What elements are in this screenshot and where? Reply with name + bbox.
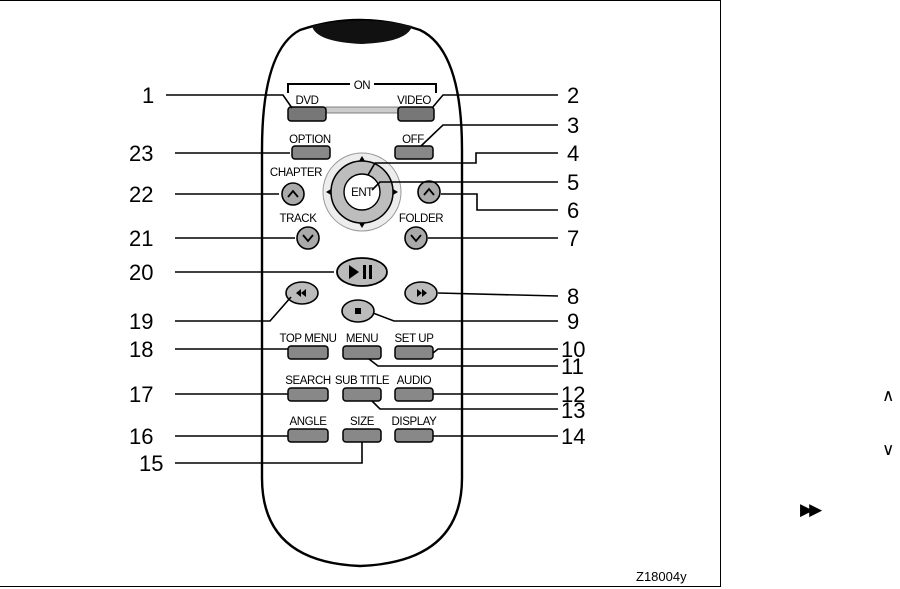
callout-5: 5 [567,170,579,195]
set-up-label: SET UP [395,333,435,345]
option-button[interactable] [291,145,331,160]
track-label: TRACK [280,213,318,225]
display-button[interactable] [394,428,434,443]
rewind-icon-a [296,289,301,297]
callout-14: 14 [561,424,585,449]
dvd-label: DVD [295,95,318,107]
chapter-label: CHAPTER [270,167,322,179]
callout-12: 12 [561,382,585,407]
video-label: VIDEO [397,95,431,107]
set-up-button[interactable] [394,345,434,360]
callout-13: 13 [561,398,585,423]
side-down-symbol-icon: ∨ [882,440,895,460]
dpad-up-arrow-icon [359,156,365,161]
callout-9: 9 [567,309,579,334]
play-icon [349,265,359,279]
folder-down-button[interactable] [404,226,428,250]
on-bracket [287,83,437,93]
callout-17: 17 [129,382,153,407]
side-fast-forward-symbol-icon: ▶▶ [800,500,822,520]
callout-1: 1 [142,83,154,108]
folder-up-button[interactable] [417,180,441,204]
search-label: SEARCH [285,375,331,387]
side-up-symbol-icon: ∧ [882,386,895,406]
callout-6: 6 [567,198,579,223]
sub-title-label: SUB TITLE [335,375,390,387]
ent-button-label: ENT [351,187,373,199]
folder-up-arrow-icon [423,187,435,196]
callout-23: 23 [129,141,153,166]
top-menu-button[interactable] [287,345,329,360]
sub-title-button[interactable] [342,387,382,402]
folder-label: FOLDER [399,213,443,225]
callout-7: 7 [567,226,579,251]
callout-18: 18 [129,337,153,362]
dvd-button[interactable] [287,106,327,122]
figure-frame [0,0,721,587]
leader-lines-right [367,94,559,437]
callout-19: 19 [129,309,153,334]
fast-forward-icon-b [422,289,427,297]
menu-label: MENU [346,333,378,345]
search-button[interactable] [287,387,329,402]
callout-3: 3 [567,113,579,138]
figure-code: Z18004y [636,569,687,584]
dpad-right-arrow-icon [393,189,398,195]
video-button[interactable] [397,106,435,122]
chapter-up-arrow-icon [287,189,299,198]
remote-diagram: ON DVD VIDEO OPTION OFF ENT CHAPTER TRAC… [129,18,585,568]
pause-bar-left-icon [363,265,366,279]
audio-label: AUDIO [397,375,432,387]
track-down-button[interactable] [296,226,320,250]
play-pause-button[interactable] [336,257,388,287]
pause-bar-right-icon [369,265,372,279]
callout-10: 10 [561,337,585,362]
callout-21: 21 [129,226,153,251]
on-label: ON [354,80,371,92]
size-button[interactable] [342,428,382,443]
track-down-arrow-icon [302,234,314,243]
angle-button[interactable] [287,428,329,443]
option-label: OPTION [289,134,331,146]
display-label: DISPLAY [392,416,438,428]
audio-button[interactable] [394,387,434,402]
off-button[interactable] [394,145,434,160]
fast-forward-icon-a [417,289,422,297]
callout-2: 2 [567,83,579,108]
callout-8: 8 [567,284,579,309]
rewind-icon-b [301,289,306,297]
stop-icon [355,308,361,314]
top-menu-label: TOP MENU [279,333,336,345]
angle-label: ANGLE [290,416,328,428]
callout-20: 20 [129,260,153,285]
off-label: OFF [402,134,424,146]
menu-button[interactable] [342,345,382,360]
dpad-left-arrow-icon [326,189,331,195]
callout-11: 11 [561,354,584,379]
callout-4: 4 [567,141,579,166]
dvd-video-bar [325,106,399,114]
callout-15: 15 [139,451,163,476]
leader-lines-left [166,94,363,464]
remote-top-cap [312,20,412,44]
callout-22: 22 [129,182,153,207]
chapter-up-button[interactable] [281,182,305,206]
dpad-down-arrow-icon [359,223,365,228]
size-label: SIZE [350,416,375,428]
callout-16: 16 [129,424,153,449]
folder-down-arrow-icon [410,234,422,243]
